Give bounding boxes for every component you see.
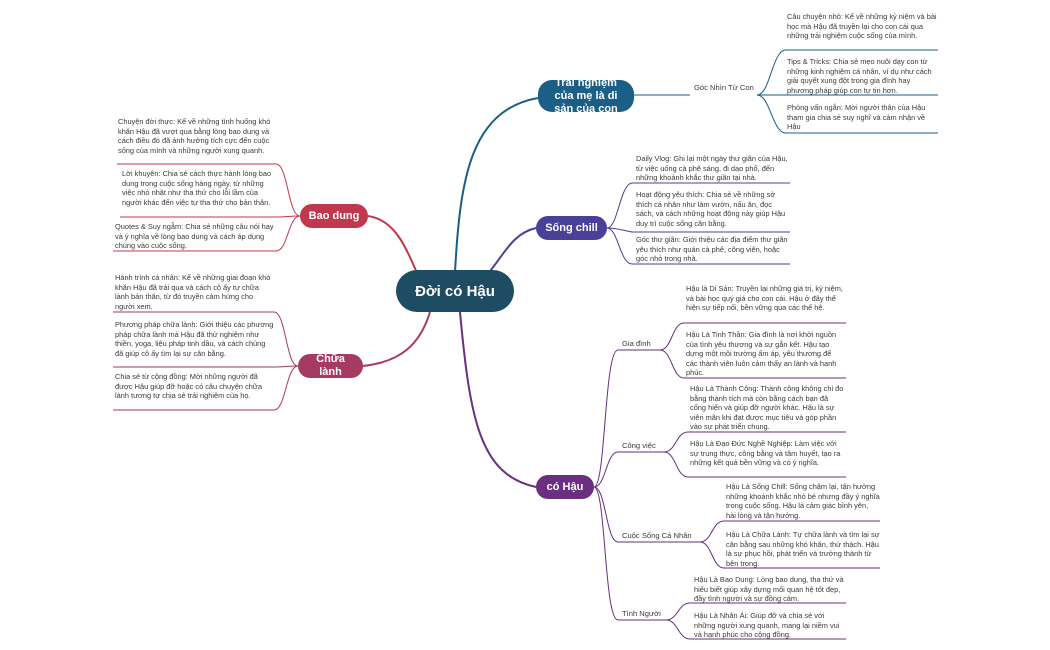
leaf-hanh-trinh-ca-nhan[interactable]: Hành trình cá nhân: Kể về những giai đoạ… bbox=[115, 273, 271, 311]
branch-co-hau-label: có Hậu bbox=[546, 480, 584, 493]
root-node[interactable]: Đời có Hậu bbox=[396, 270, 514, 312]
leaf-daily-vlog[interactable]: Daily Vlog: Ghi lại một ngày thư giãn củ… bbox=[636, 154, 788, 183]
leaf-hau-la-thanh-cong[interactable]: Hậu Là Thành Công: Thành công không chỉ … bbox=[690, 384, 844, 432]
leaf-hau-la-song-chill[interactable]: Hậu Là Sống Chill: Sống chậm lại, tận hư… bbox=[726, 482, 880, 520]
leaf-phuong-phap-chua-lanh[interactable]: Phương pháp chữa lành: Giới thiệu các ph… bbox=[115, 320, 274, 358]
leaf-goc-thu-gian[interactable]: Góc thư giãn: Giới thiệu các địa điểm th… bbox=[636, 235, 788, 264]
branch-song-chill[interactable]: Sống chill bbox=[536, 216, 607, 240]
leaf-hau-la-nhan-ai[interactable]: Hậu Là Nhân Ái: Giúp đỡ và chia sẻ với n… bbox=[694, 611, 840, 640]
branch-chua-lanh-label: Chữa lành bbox=[316, 353, 345, 378]
leaf-hau-la-dao-duc[interactable]: Hậu Là Đạo Đức Nghề Nghiệp: Làm việc với… bbox=[690, 439, 841, 468]
leaf-chia-se-cong-dong[interactable]: Chia sẻ từ cộng đồng: Mời những người đã… bbox=[115, 372, 262, 401]
leaf-chuyen-doi-thuc[interactable]: Chuyện đời thực: Kể về những tình huống … bbox=[118, 117, 271, 155]
leaf-loi-khuyen[interactable]: Lời khuyên: Chia sẻ cách thực hành lòng … bbox=[122, 169, 272, 207]
edge-root-trai-nghiem bbox=[454, 97, 539, 273]
leaf-hau-la-bao-dung[interactable]: Hậu Là Bao Dung: Lòng bao dung, tha thứ … bbox=[694, 575, 844, 604]
leaf-hoat-dong-yeu-thich[interactable]: Hoạt động yêu thích: Chia sẻ về những sở… bbox=[636, 190, 786, 228]
branch-song-chill-label: Sống chill bbox=[545, 221, 598, 234]
leaf-hau-la-tinh-than[interactable]: Hậu Là Tinh Thần: Gia đình là nơi khởi n… bbox=[686, 330, 837, 378]
branch-co-hau[interactable]: có Hậu bbox=[536, 475, 594, 499]
branch-trai-nghiem[interactable]: Trải nghiệm của mẹ là di sản của con bbox=[538, 77, 634, 115]
subtopic-goc-nhin-tu-con[interactable]: Góc Nhìn Từ Con bbox=[694, 83, 754, 92]
edge-root-chua-lanh bbox=[362, 311, 431, 367]
group-tinh-nguoi[interactable]: Tình Người bbox=[622, 609, 661, 618]
leaf-quotes-suy-ngam[interactable]: Quotes & Suy ngẫm: Chia sẻ những câu nói… bbox=[115, 222, 274, 251]
edge-root-co-hau bbox=[459, 311, 537, 488]
branch-chua-lanh[interactable]: Chữa lành bbox=[298, 353, 363, 378]
branch-bao-dung-label: Bao dung bbox=[308, 209, 360, 222]
branch-trai-nghiem-label: Trải nghiệm của mẹ là di sản của con bbox=[554, 76, 618, 115]
group-cuoc-song-ca-nhan[interactable]: Cuộc Sống Cá Nhân bbox=[622, 531, 692, 540]
leaf-hau-la-di-san[interactable]: Hậu là Di Sản: Truyền lại những giá trị,… bbox=[686, 284, 843, 313]
group-gia-dinh[interactable]: Gia đình bbox=[622, 339, 651, 348]
leaf-phong-van-ngan[interactable]: Phỏng vấn ngắn: Mời người thân của Hậu t… bbox=[787, 103, 926, 132]
group-cong-viec[interactable]: Công việc bbox=[622, 441, 656, 450]
branch-bao-dung[interactable]: Bao dung bbox=[300, 204, 368, 228]
leaf-cau-chuyen-nho[interactable]: Câu chuyện nhỏ: Kể về những kỷ niệm và b… bbox=[787, 12, 937, 41]
leaf-tips-tricks[interactable]: Tips & Tricks: Chia sẻ mẹo nuôi dạy con … bbox=[787, 57, 932, 95]
leaf-hau-la-chua-lanh[interactable]: Hậu Là Chữa Lành: Tự chữa lành và tìm lạ… bbox=[726, 530, 880, 568]
root-label: Đời có Hậu bbox=[415, 282, 495, 300]
